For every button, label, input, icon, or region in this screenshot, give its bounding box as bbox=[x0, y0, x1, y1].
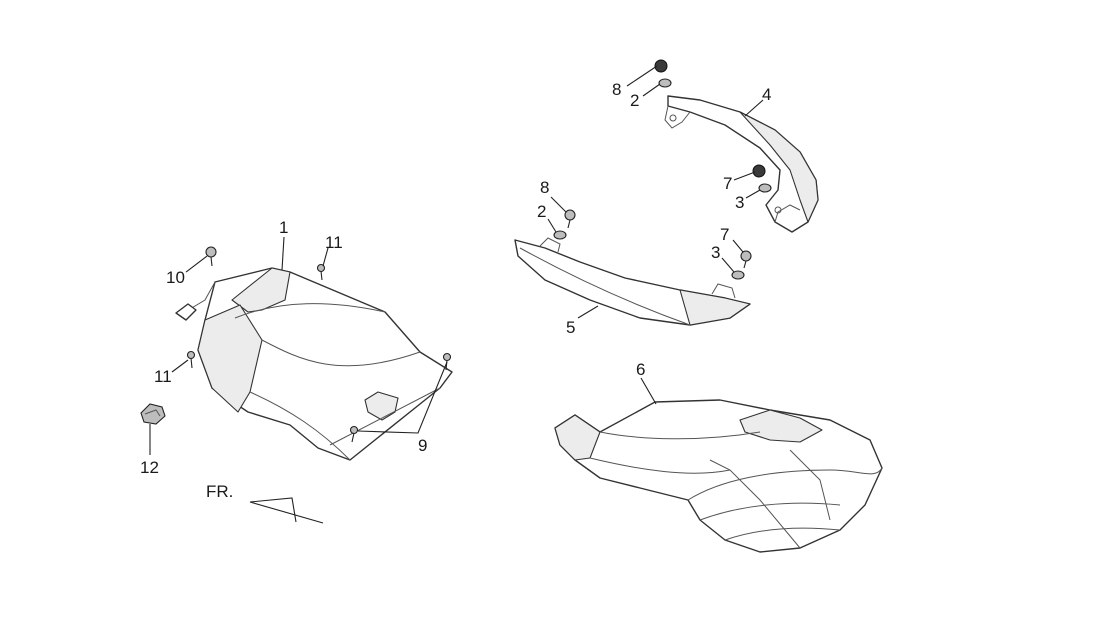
front-direction-arrow bbox=[249, 497, 324, 524]
callout-labels: 1 8 2 4 7 3 8 2 7 3 5 6 9 10 11 11 12 FR… bbox=[140, 80, 771, 501]
callout-3-lower: 3 bbox=[711, 243, 720, 262]
callout-11-upper: 11 bbox=[325, 233, 343, 252]
callout-8-lower: 8 bbox=[540, 178, 549, 197]
callout-2-upper: 2 bbox=[630, 91, 639, 110]
callout-2-lower: 2 bbox=[537, 202, 546, 221]
callout-12: 12 bbox=[140, 458, 159, 477]
callout-1: 1 bbox=[279, 218, 288, 237]
callout-5: 5 bbox=[566, 318, 575, 337]
callout-10: 10 bbox=[166, 268, 185, 287]
callout-7-lower: 7 bbox=[720, 225, 729, 244]
part-1-inner-cover bbox=[175, 267, 453, 461]
part-12-grommet bbox=[140, 403, 166, 425]
callout-4: 4 bbox=[762, 85, 771, 104]
callout-9: 9 bbox=[418, 436, 427, 455]
callout-6: 6 bbox=[636, 360, 645, 379]
part-5-grab-rail bbox=[514, 237, 751, 326]
callout-8-upper: 8 bbox=[612, 80, 621, 99]
callout-11-lower: 11 bbox=[154, 367, 172, 386]
hardware bbox=[186, 59, 772, 443]
part-4-grab-handle bbox=[664, 95, 819, 233]
callout-7-upper: 7 bbox=[723, 174, 732, 193]
callout-3-upper: 3 bbox=[735, 193, 744, 212]
leader-lines bbox=[149, 65, 764, 455]
part-6-storage-bin bbox=[554, 399, 883, 553]
direction-label: FR. bbox=[206, 482, 233, 501]
